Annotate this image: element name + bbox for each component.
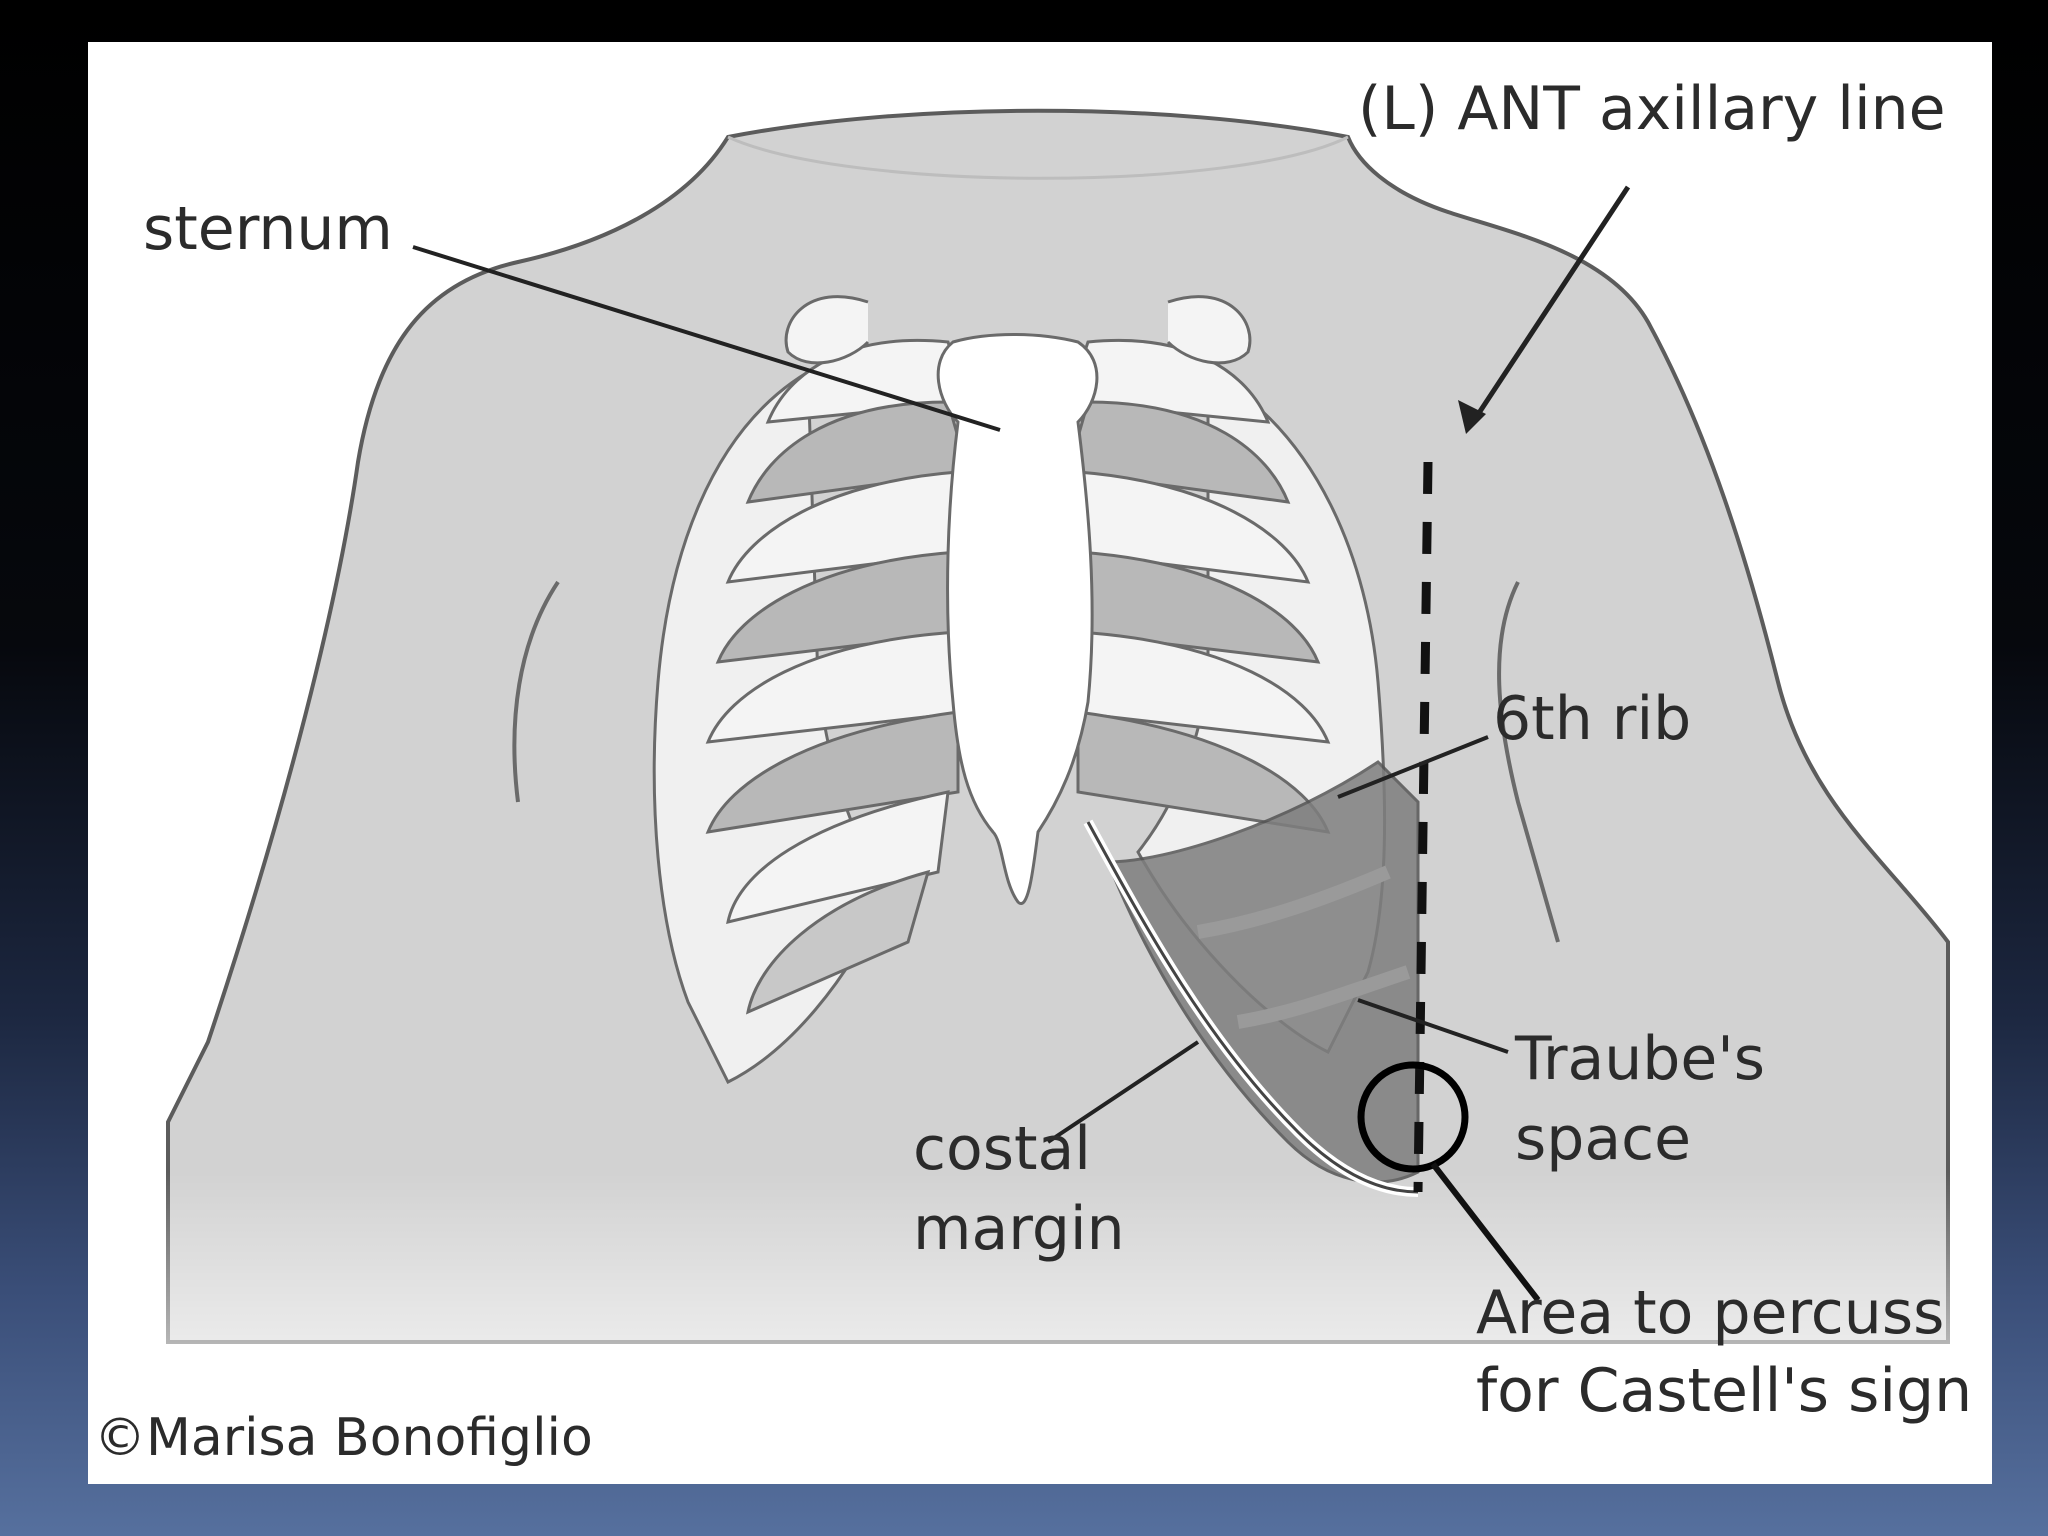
label-axillary-line: (L) ANT axillary line [1358, 70, 1946, 148]
label-sternum: sternum [143, 190, 393, 268]
credit-text: ©Marisa Bonofiglio [94, 1404, 593, 1472]
label-traubes-line-1: Traube's [1515, 1020, 1765, 1098]
label-traubes-line-2: space [1515, 1100, 1691, 1178]
label-percuss-line-2: for Castell's sign [1476, 1352, 1972, 1430]
label-costal-line-1: costal [913, 1110, 1091, 1188]
anatomy-figure: sternum (L) ANT axillary line 6th rib Tr… [88, 42, 1992, 1484]
label-percuss-line-1: Area to percuss [1476, 1274, 1944, 1352]
label-sixth-rib: 6th rib [1493, 680, 1691, 758]
label-costal-line-2: margin [913, 1190, 1125, 1268]
